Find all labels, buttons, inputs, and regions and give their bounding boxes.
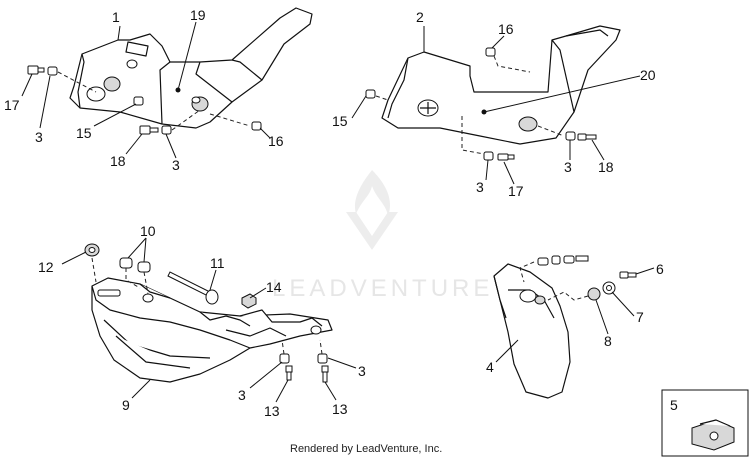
spacer-3-lower-a bbox=[279, 353, 290, 364]
callout-20: 20 bbox=[640, 67, 656, 83]
screw-17-right bbox=[497, 153, 515, 161]
spacer-3-left-a bbox=[47, 66, 58, 76]
screw-13-a bbox=[285, 365, 293, 381]
dash-line bbox=[375, 95, 389, 101]
spacer-15-left bbox=[133, 96, 144, 106]
washer-7 bbox=[602, 281, 616, 295]
part-5-inset-box bbox=[661, 389, 749, 457]
spacer-16-left bbox=[251, 121, 262, 131]
dash-line bbox=[493, 55, 531, 73]
spacer-10-b bbox=[137, 261, 151, 273]
callout-3-left-a: 3 bbox=[35, 129, 43, 145]
spacer-3-left-b bbox=[161, 125, 172, 135]
callout-4: 4 bbox=[486, 359, 494, 375]
callout-17-left: 17 bbox=[4, 97, 20, 113]
callout-labels: 1 19 17 3 15 18 3 16 2 16 20 15 3 17 3 1… bbox=[4, 7, 678, 419]
callout-19: 19 bbox=[190, 7, 206, 23]
spacer-3-right-a bbox=[483, 151, 494, 161]
dash-line bbox=[537, 125, 565, 137]
callout-2: 2 bbox=[416, 9, 424, 25]
dash-line bbox=[171, 109, 201, 131]
clip-nut-14 bbox=[241, 293, 257, 309]
dash-line bbox=[319, 339, 323, 355]
part-2-right-cover bbox=[381, 25, 621, 145]
callout-11: 11 bbox=[210, 255, 225, 271]
spacer-16-right bbox=[485, 47, 496, 57]
dash-line bbox=[125, 268, 149, 295]
dash-line bbox=[57, 71, 97, 93]
callout-12: 12 bbox=[38, 259, 54, 275]
callout-15-right: 15 bbox=[332, 113, 348, 129]
dash-line bbox=[547, 291, 589, 301]
callout-10: 10 bbox=[140, 223, 156, 239]
footer-credit: Rendered by LeadVenture, Inc. bbox=[290, 443, 442, 455]
callout-13-b: 13 bbox=[332, 401, 348, 417]
dash-line bbox=[281, 339, 285, 355]
callout-3-left-b: 3 bbox=[172, 157, 180, 173]
screw-6 bbox=[619, 271, 637, 279]
nut-12 bbox=[84, 243, 100, 257]
spacer-8 bbox=[587, 287, 601, 301]
callout-15-left: 15 bbox=[76, 125, 92, 141]
watermark-text: LEADVENTURE bbox=[272, 275, 493, 302]
callout-17-right: 17 bbox=[508, 183, 524, 199]
callout-7: 7 bbox=[636, 309, 644, 325]
leadventure-watermark-logo bbox=[346, 170, 398, 250]
callout-18-left: 18 bbox=[110, 153, 126, 169]
part-4-side-guard bbox=[493, 263, 571, 399]
bolt-11 bbox=[167, 271, 219, 305]
screw-13-b bbox=[321, 365, 329, 383]
callout-3-lower-b: 3 bbox=[358, 363, 366, 379]
part-9-skid-plate bbox=[91, 277, 333, 383]
dash-line bbox=[91, 257, 97, 283]
callout-16-left: 16 bbox=[268, 133, 284, 149]
callout-18-right: 18 bbox=[598, 159, 614, 175]
callout-6: 6 bbox=[656, 261, 664, 277]
screw-18-right bbox=[577, 133, 597, 141]
spacer-3-right-b bbox=[565, 131, 576, 141]
callout-13-a: 13 bbox=[264, 403, 280, 419]
spacer-10-a bbox=[119, 257, 133, 269]
callout-1: 1 bbox=[112, 9, 120, 25]
callout-3-right-a: 3 bbox=[476, 179, 484, 195]
callout-8: 8 bbox=[604, 333, 612, 349]
callout-9: 9 bbox=[122, 397, 130, 413]
callout-16-right: 16 bbox=[498, 21, 514, 37]
callout-3-lower-a: 3 bbox=[238, 387, 246, 403]
hardware-set-top bbox=[537, 255, 589, 266]
spacer-3-lower-b bbox=[317, 353, 328, 364]
callout-5: 5 bbox=[670, 397, 678, 413]
part-1-left-cover bbox=[69, 7, 313, 129]
callout-14: 14 bbox=[266, 279, 282, 295]
spacer-15-right bbox=[365, 89, 376, 99]
dash-line bbox=[519, 261, 535, 283]
screw-18-left bbox=[139, 125, 159, 135]
callout-3-right-b: 3 bbox=[564, 159, 572, 175]
screw-17-left bbox=[27, 65, 45, 75]
